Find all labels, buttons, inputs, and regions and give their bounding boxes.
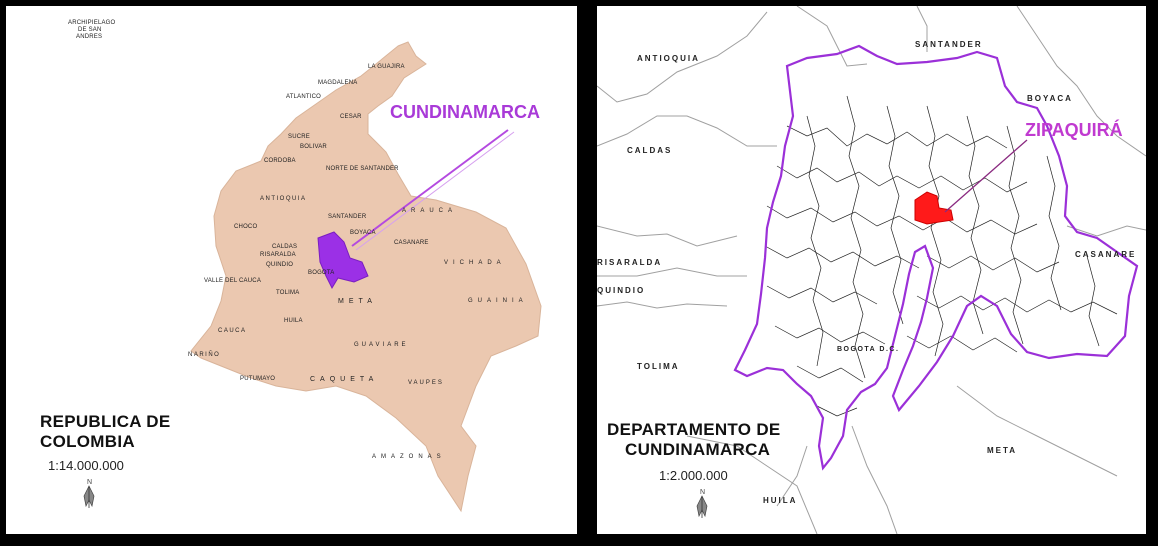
label-magdalena: MAGDALENA — [318, 80, 358, 86]
cundinamarca-map-panel: SANTANDER ANTIOQUIA BOYACA CALDAS CASANA… — [597, 6, 1146, 534]
label-norte-santander: NORTE DE SANTANDER — [326, 166, 399, 172]
cundinamarca-title-line2: CUNDINAMARCA — [625, 440, 771, 459]
cundinamarca-boundary — [733, 44, 1139, 471]
label-huila: HUILA — [284, 318, 303, 324]
label-r-huila: HUILA — [763, 496, 798, 505]
label-santander: SANTANDER — [328, 214, 367, 220]
label-meta: META — [338, 298, 377, 305]
svg-text:N: N — [700, 489, 705, 496]
label-san-andres-3: ANDRES — [76, 34, 103, 40]
cundinamarca-title-line1: DEPARTAMENTO DE — [607, 420, 781, 439]
svg-text:N: N — [87, 479, 92, 486]
zipaquira-callout: ZIPAQUIRÁ — [1025, 120, 1123, 140]
label-r-meta: META — [987, 446, 1018, 455]
label-valle: VALLE DEL CAUCA — [204, 278, 262, 284]
zipaquira-pointer-line — [944, 139, 1028, 213]
label-narino: NARIÑO — [188, 352, 221, 358]
colombia-scale: 1:14.000.000 — [48, 458, 124, 473]
municipality-lines — [764, 95, 1118, 417]
cundinamarca-map — [597, 6, 1146, 534]
label-cesar: CESAR — [340, 114, 362, 120]
label-r-boyaca: BOYACA — [1027, 94, 1073, 103]
label-r-caldas: CALDAS — [627, 146, 673, 155]
label-bolivar: BOLIVAR — [300, 144, 327, 150]
colombia-map-panel: ARCHIPIELAGO DE SAN ANDRES LA GUAJIRA MA… — [6, 6, 577, 534]
label-r-tolima: TOLIMA — [637, 362, 680, 371]
north-arrow-icon: N — [83, 479, 95, 508]
label-atlantico: ATLANTICO — [286, 94, 322, 100]
label-r-quindio: QUINDIO — [597, 286, 646, 295]
neighbor-boundaries — [597, 6, 1146, 534]
label-risaralda: RISARALDA — [260, 252, 296, 258]
cundinamarca-scale: 1:2.000.000 — [659, 468, 728, 483]
label-guainia: GUAINIA — [468, 298, 528, 304]
label-choco: CHOCO — [234, 224, 258, 230]
label-cauca: CAUCA — [218, 328, 247, 334]
label-quindio: QUINDIO — [266, 262, 294, 268]
label-r-risaralda: RISARALDA — [597, 258, 663, 267]
cundinamarca-highlight — [317, 231, 369, 290]
label-guaviare: GUAVIARE — [354, 342, 409, 348]
label-san-andres-1: ARCHIPIELAGO — [68, 20, 116, 26]
cundinamarca-pointer-line-2 — [355, 131, 515, 251]
label-antioquia: ANTIOQUIA — [260, 196, 307, 202]
north-arrow-icon-2: N — [696, 489, 708, 518]
cundinamarca-title: DEPARTAMENTO DE CUNDINAMARCA — [607, 420, 781, 460]
cundinamarca-callout: CUNDINAMARCA — [390, 102, 540, 122]
label-san-andres-2: DE SAN — [78, 27, 102, 33]
label-cordoba: CORDOBA — [264, 158, 296, 164]
label-vichada: VICHADA — [444, 260, 506, 266]
label-r-santander: SANTANDER — [915, 40, 983, 49]
label-caqueta: CAQUETA — [310, 376, 379, 383]
label-arauca: ARAUCA — [402, 208, 458, 214]
colombia-map — [190, 41, 542, 513]
label-vaupes: VAUPES — [408, 380, 444, 386]
label-casanare: CASANARE — [394, 240, 429, 246]
colombia-title-line1: REPUBLICA DE — [40, 412, 171, 431]
label-r-antioquia: ANTIOQUIA — [637, 54, 700, 63]
zipaquira-highlight — [914, 191, 954, 225]
label-r-bogota: BOGOTA D.C. — [837, 346, 900, 353]
panel-divider — [577, 6, 597, 534]
colombia-title: REPUBLICA DE COLOMBIA — [40, 412, 170, 452]
label-caldas: CALDAS — [272, 244, 298, 250]
colombia-title-line2: COLOMBIA — [40, 432, 135, 451]
label-putumayo: PUTUMAYO — [240, 376, 276, 382]
label-tolima: TOLIMA — [276, 290, 300, 296]
label-la-guajira: LA GUAJIRA — [368, 64, 405, 70]
label-boyaca: BOYACA — [350, 230, 376, 236]
label-r-casanare: CASANARE — [1075, 250, 1137, 259]
label-sucre: SUCRE — [288, 134, 311, 140]
label-bogota: BOGOTA — [308, 270, 335, 276]
label-amazonas: AMAZONAS — [372, 454, 446, 460]
cundinamarca-pointer-line — [351, 129, 509, 247]
